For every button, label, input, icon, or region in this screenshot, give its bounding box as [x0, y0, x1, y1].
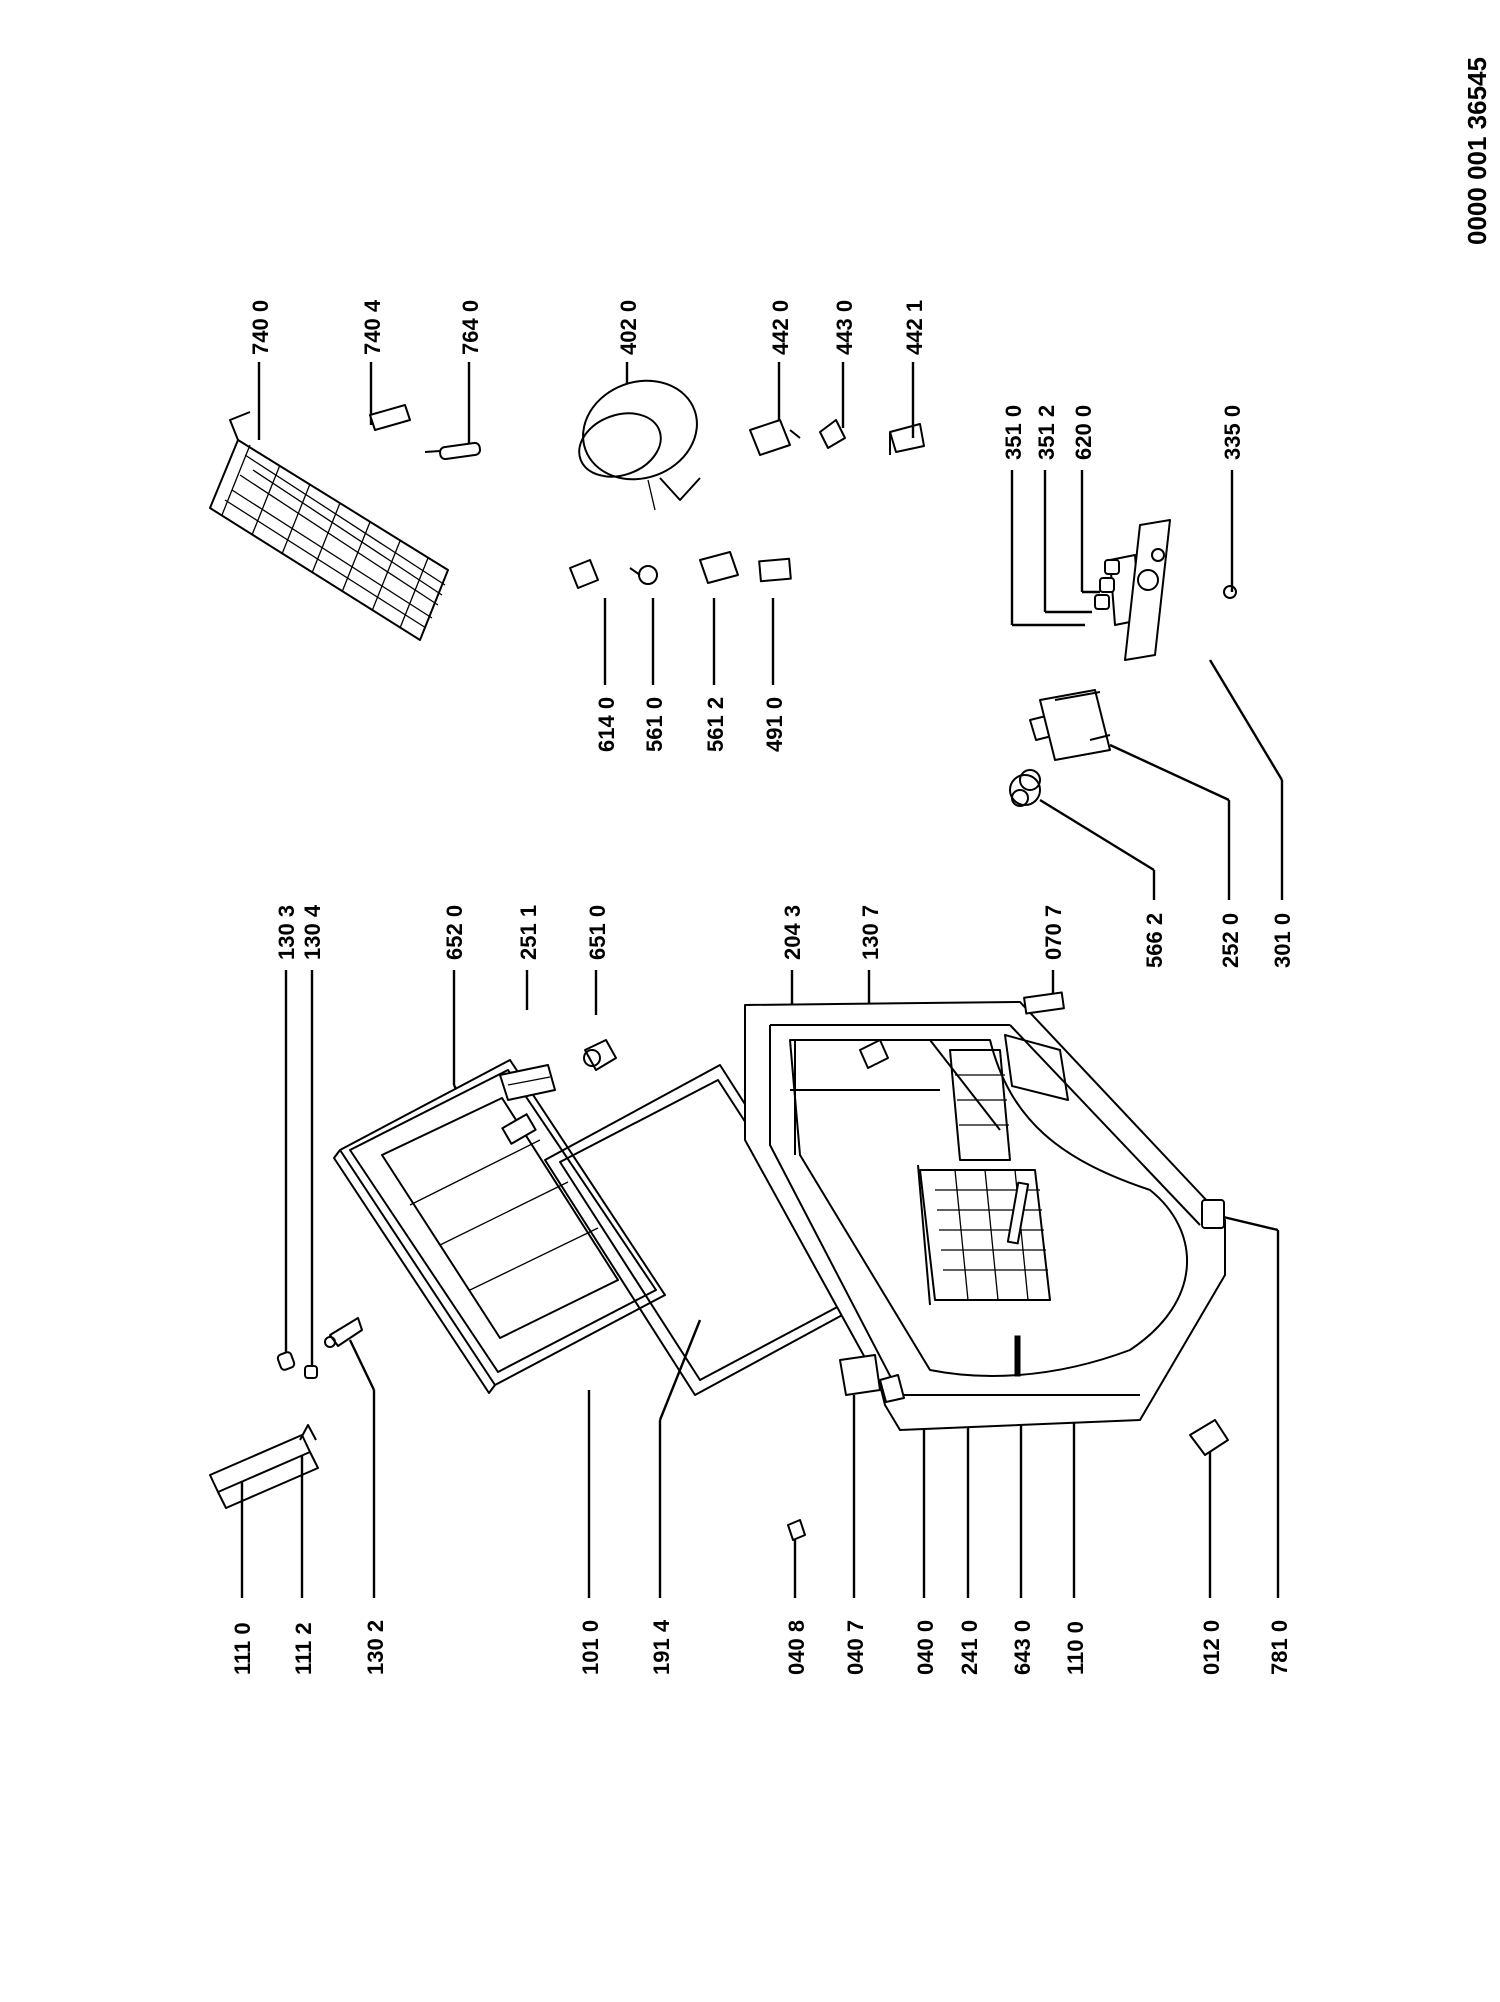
part-label-1914: 191 4	[649, 1619, 674, 1675]
part-label-7640: 764 0	[458, 300, 483, 355]
document-number: 0000 001 36545	[1462, 57, 1492, 245]
handle-and-lamp-drawing	[499, 1039, 617, 1101]
part-label-1304: 130 4	[300, 904, 325, 960]
lid-drawing	[333, 1059, 666, 1394]
part-label-3510: 351 0	[1001, 405, 1026, 460]
part-label-1303: 130 3	[274, 905, 299, 960]
cabinet-drawing	[744, 991, 1226, 1431]
part-label-1100: 110 0	[1063, 1621, 1088, 1675]
part-label-0408: 040 8	[784, 1620, 809, 1675]
part-label-0707: 070 7	[1041, 905, 1066, 960]
part-label-5662: 566 2	[1142, 913, 1167, 968]
part-label-3512: 351 2	[1034, 405, 1059, 460]
part-label-2520: 252 0	[1218, 913, 1243, 968]
part-label-2043: 204 3	[780, 905, 805, 960]
part-label-4020: 402 0	[616, 300, 641, 355]
part-label-4430: 443 0	[832, 300, 857, 355]
condenser-drawing	[209, 404, 481, 641]
compressor-drawing	[578, 379, 701, 511]
label-group-left: 111 0 111 2 130 2 101 0 191 4 040 8 040 …	[230, 1619, 1292, 1675]
part-label-7810: 781 0	[1267, 1620, 1292, 1675]
part-label-7404: 740 4	[360, 299, 385, 355]
part-label-6520: 652 0	[442, 905, 467, 960]
part-label-7400: 740 0	[248, 300, 273, 355]
part-label-4420: 442 0	[768, 300, 793, 355]
part-label-1110: 111 0	[230, 1622, 255, 1675]
part-label-6430: 643 0	[1010, 1620, 1035, 1675]
label-group-top-right: 740 0 740 4 764 0 402 0 442 0 443 0 442 …	[248, 299, 1245, 460]
part-label-4421: 442 1	[902, 300, 927, 355]
part-label-0120: 012 0	[1199, 1620, 1224, 1675]
part-label-3010: 301 0	[1270, 913, 1295, 968]
part-label-1112: 111 2	[291, 1622, 316, 1675]
part-label-2410: 241 0	[957, 1620, 982, 1675]
part-label-1307: 130 7	[858, 905, 883, 960]
part-label-5610: 561 0	[642, 697, 667, 752]
control-panel-drawing	[1009, 519, 1237, 807]
part-label-0400: 040 0	[913, 1620, 938, 1675]
basket-drawing	[917, 1049, 1051, 1377]
starter-parts-drawing	[569, 419, 925, 589]
part-label-2511: 251 1	[516, 905, 541, 960]
part-label-4910: 491 0	[762, 697, 787, 752]
part-label-5612: 561 2	[703, 697, 728, 752]
part-label-1302: 130 2	[363, 1620, 388, 1675]
part-label-6510: 651 0	[585, 905, 610, 960]
part-label-3350: 335 0	[1220, 405, 1245, 460]
part-label-0407: 040 7	[843, 1620, 868, 1675]
part-label-6200: 620 0	[1071, 405, 1096, 460]
label-group-top-middle: 130 3 130 4 652 0 251 1 651 0 204 3 130 …	[274, 904, 1066, 960]
label-group-control: 566 2 252 0 301 0 614 0 561 0 561 2 491 …	[594, 697, 1295, 968]
part-label-1010: 101 0	[578, 1620, 603, 1675]
small-fittings-drawing	[787, 1354, 1229, 1541]
hinge-assembly-drawing	[209, 1317, 363, 1509]
part-label-6140: 614 0	[594, 697, 619, 752]
